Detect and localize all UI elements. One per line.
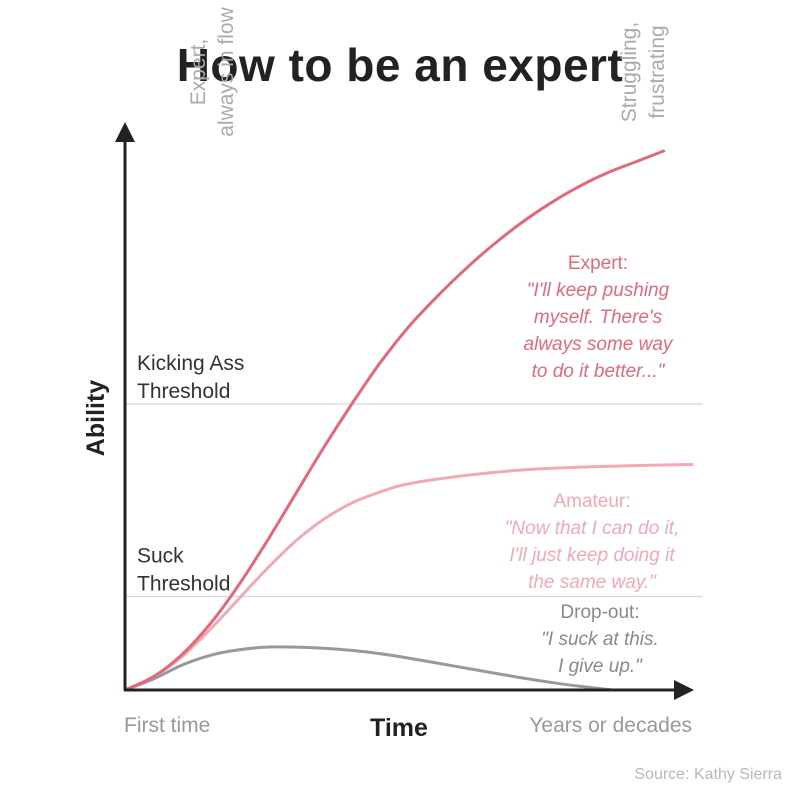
suck-threshold-label-line: Threshold [137, 573, 230, 596]
drop-out-quote-line: "I suck at this. [541, 629, 659, 650]
x-tick-start-line: First time [124, 714, 210, 737]
drop-out-legend-label: Drop-out: [560, 602, 639, 623]
drop-out-legend-label-line: Drop-out: [560, 602, 639, 623]
axes [115, 122, 694, 700]
amateur-quote-line: "Now that I can do it, [505, 518, 680, 539]
expert-legend-label: Expert: [568, 253, 628, 274]
amateur-legend-label: Amateur: [553, 491, 630, 512]
y-tick-low-line: frustrating [646, 25, 669, 118]
expert-quote: "I'll keep pushing myself. There's always … [524, 280, 674, 382]
amateur-quote: "Now that I can do it, I'll just keep doi… [505, 518, 680, 593]
x-tick-end-line: Years or decades [529, 714, 692, 737]
amateur-curve [123, 463, 694, 692]
expert-curve [123, 149, 666, 692]
y-tick-low: Struggling,frustrating [618, 22, 669, 122]
expert-legend-label-line: Expert: [568, 253, 628, 274]
y-tick-low-line: Struggling, [618, 22, 641, 122]
expert-quote-line: to do it better..." [532, 361, 666, 382]
kicking-ass-threshold-label-line: Threshold [137, 380, 230, 403]
x-tick-start: First time [124, 714, 210, 737]
expert-quote-line: "I'll keep pushing [527, 280, 670, 301]
y-axis-title: Ability [82, 380, 110, 456]
amateur-quote-line: I'll just keep doing it [509, 545, 675, 566]
kicking-ass-threshold-label-line: Kicking Ass [137, 352, 244, 375]
y-tick-high-line: Expert, [187, 39, 210, 106]
x-axis-arrow [674, 680, 694, 700]
expert-quote-line: always some way [524, 334, 674, 355]
expert-quote-line: myself. There's [534, 307, 663, 328]
y-tick-high: Expert,always in flow [187, 6, 238, 136]
drop-out-quote-line: I give up." [558, 656, 643, 677]
y-axis-arrow [115, 122, 135, 142]
y-axis-title-line: Ability [82, 380, 110, 456]
x-axis-title: Time [370, 714, 428, 742]
drop-out-quote: "I suck at this. I give up." [541, 629, 659, 677]
series-lines [123, 149, 694, 692]
x-tick-end: Years or decades [529, 714, 692, 737]
chart-title: How to be an expert [176, 39, 624, 91]
source-credit: Source: Kathy Sierra [634, 766, 782, 783]
y-tick-high-line: always in flow [215, 6, 238, 136]
suck-threshold-label-line: Suck [137, 545, 184, 568]
drop-out-curve [123, 645, 615, 692]
amateur-quote-line: the same way." [528, 572, 657, 593]
x-axis-title-line: Time [370, 714, 428, 742]
amateur-legend-label-line: Amateur: [553, 491, 630, 512]
threshold-lines [125, 403, 703, 598]
